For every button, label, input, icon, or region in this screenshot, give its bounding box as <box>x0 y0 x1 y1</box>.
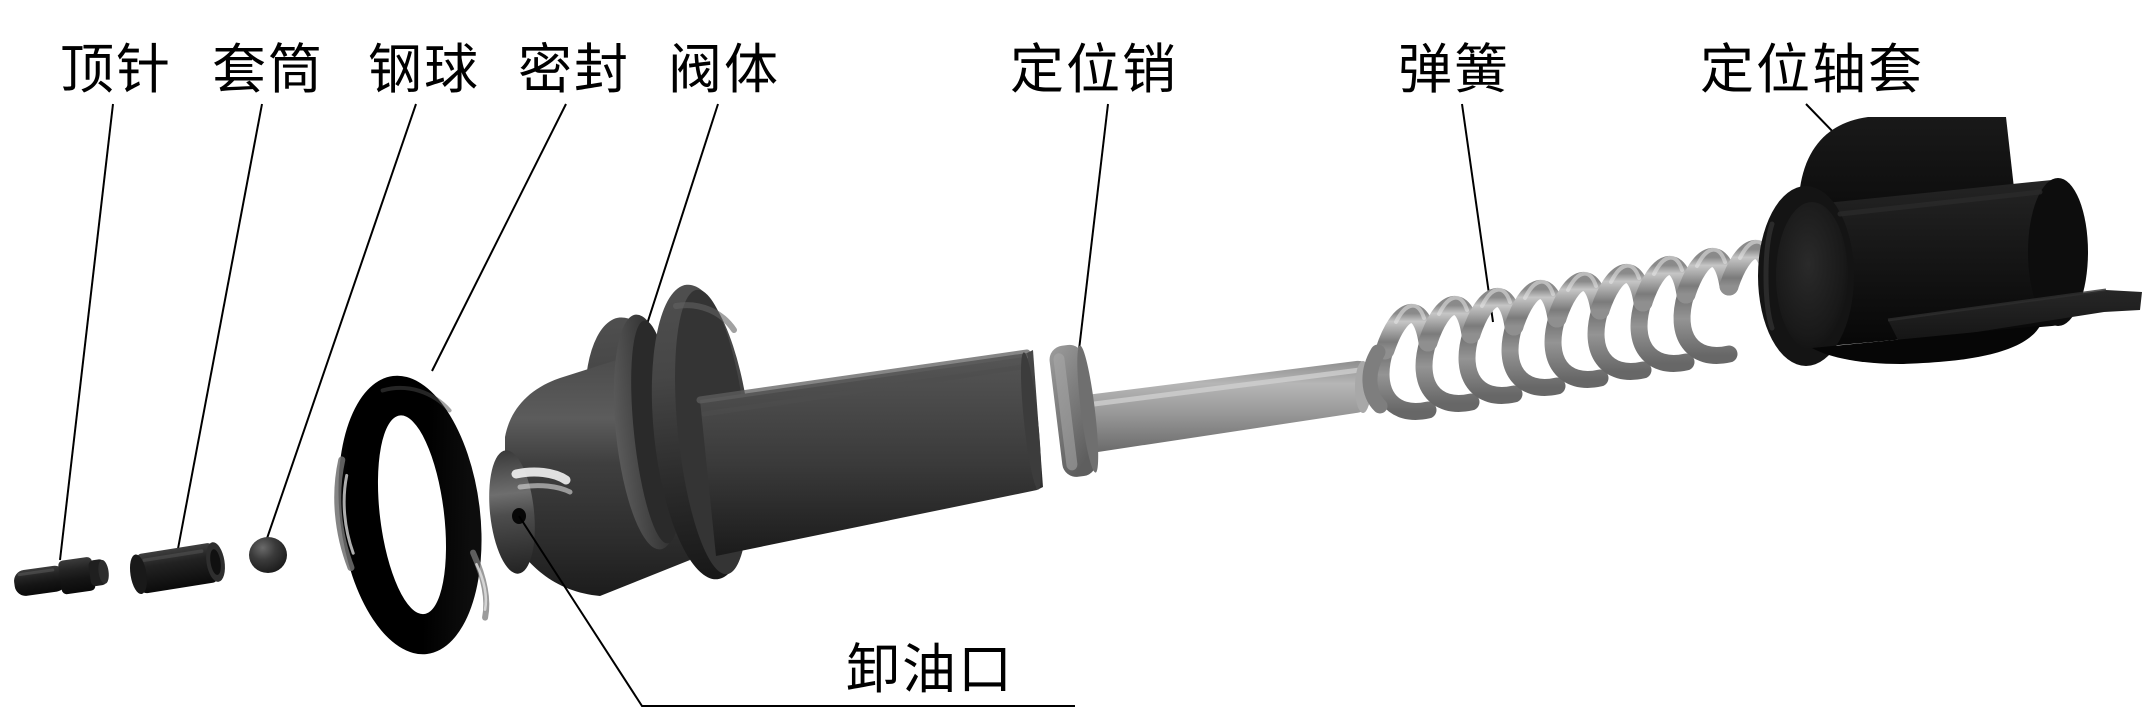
leader-line-oil-drain-port <box>519 516 1075 706</box>
leader-lines-group <box>60 104 1930 560</box>
oil-drain-port-callout <box>519 516 1075 706</box>
part-locating-bushing <box>1758 117 2142 366</box>
leader-line-steel-ball <box>262 104 416 553</box>
label-oil-drain-port: 卸油口 <box>846 640 1014 700</box>
labels-group: 顶针 套筒 钢球 密封 阀体 定位销 弹簧 定位轴套 卸油口 <box>60 40 1924 700</box>
label-spring: 弹簧 <box>1398 40 1510 100</box>
part-sleeve <box>129 542 225 595</box>
leader-line-spring <box>1462 104 1493 322</box>
leader-line-ejector-pin <box>60 104 113 560</box>
label-locating-pin: 定位销 <box>1010 40 1178 100</box>
leader-line-sleeve <box>177 104 262 554</box>
valve-body-barrel <box>696 349 1043 556</box>
label-steel-ball: 钢球 <box>368 40 480 100</box>
label-ejector-pin: 顶针 <box>60 40 172 100</box>
label-sleeve: 套筒 <box>212 40 324 100</box>
part-steel-ball <box>249 537 287 573</box>
part-locating-pin <box>1049 344 1371 477</box>
spring-back-coils <box>1372 285 1738 420</box>
spring-highlight <box>1394 239 1770 324</box>
leader-line-seal <box>432 104 566 371</box>
label-seal: 密封 <box>518 40 630 100</box>
part-spring <box>1362 239 1782 420</box>
label-valve-body: 阀体 <box>668 40 780 100</box>
part-seal-oring <box>334 375 490 655</box>
part-ejector-pin <box>14 557 109 596</box>
spring-front-coils <box>1375 240 1782 360</box>
label-locating-bushing: 定位轴套 <box>1700 40 1924 100</box>
part-valve-body <box>489 284 1043 596</box>
